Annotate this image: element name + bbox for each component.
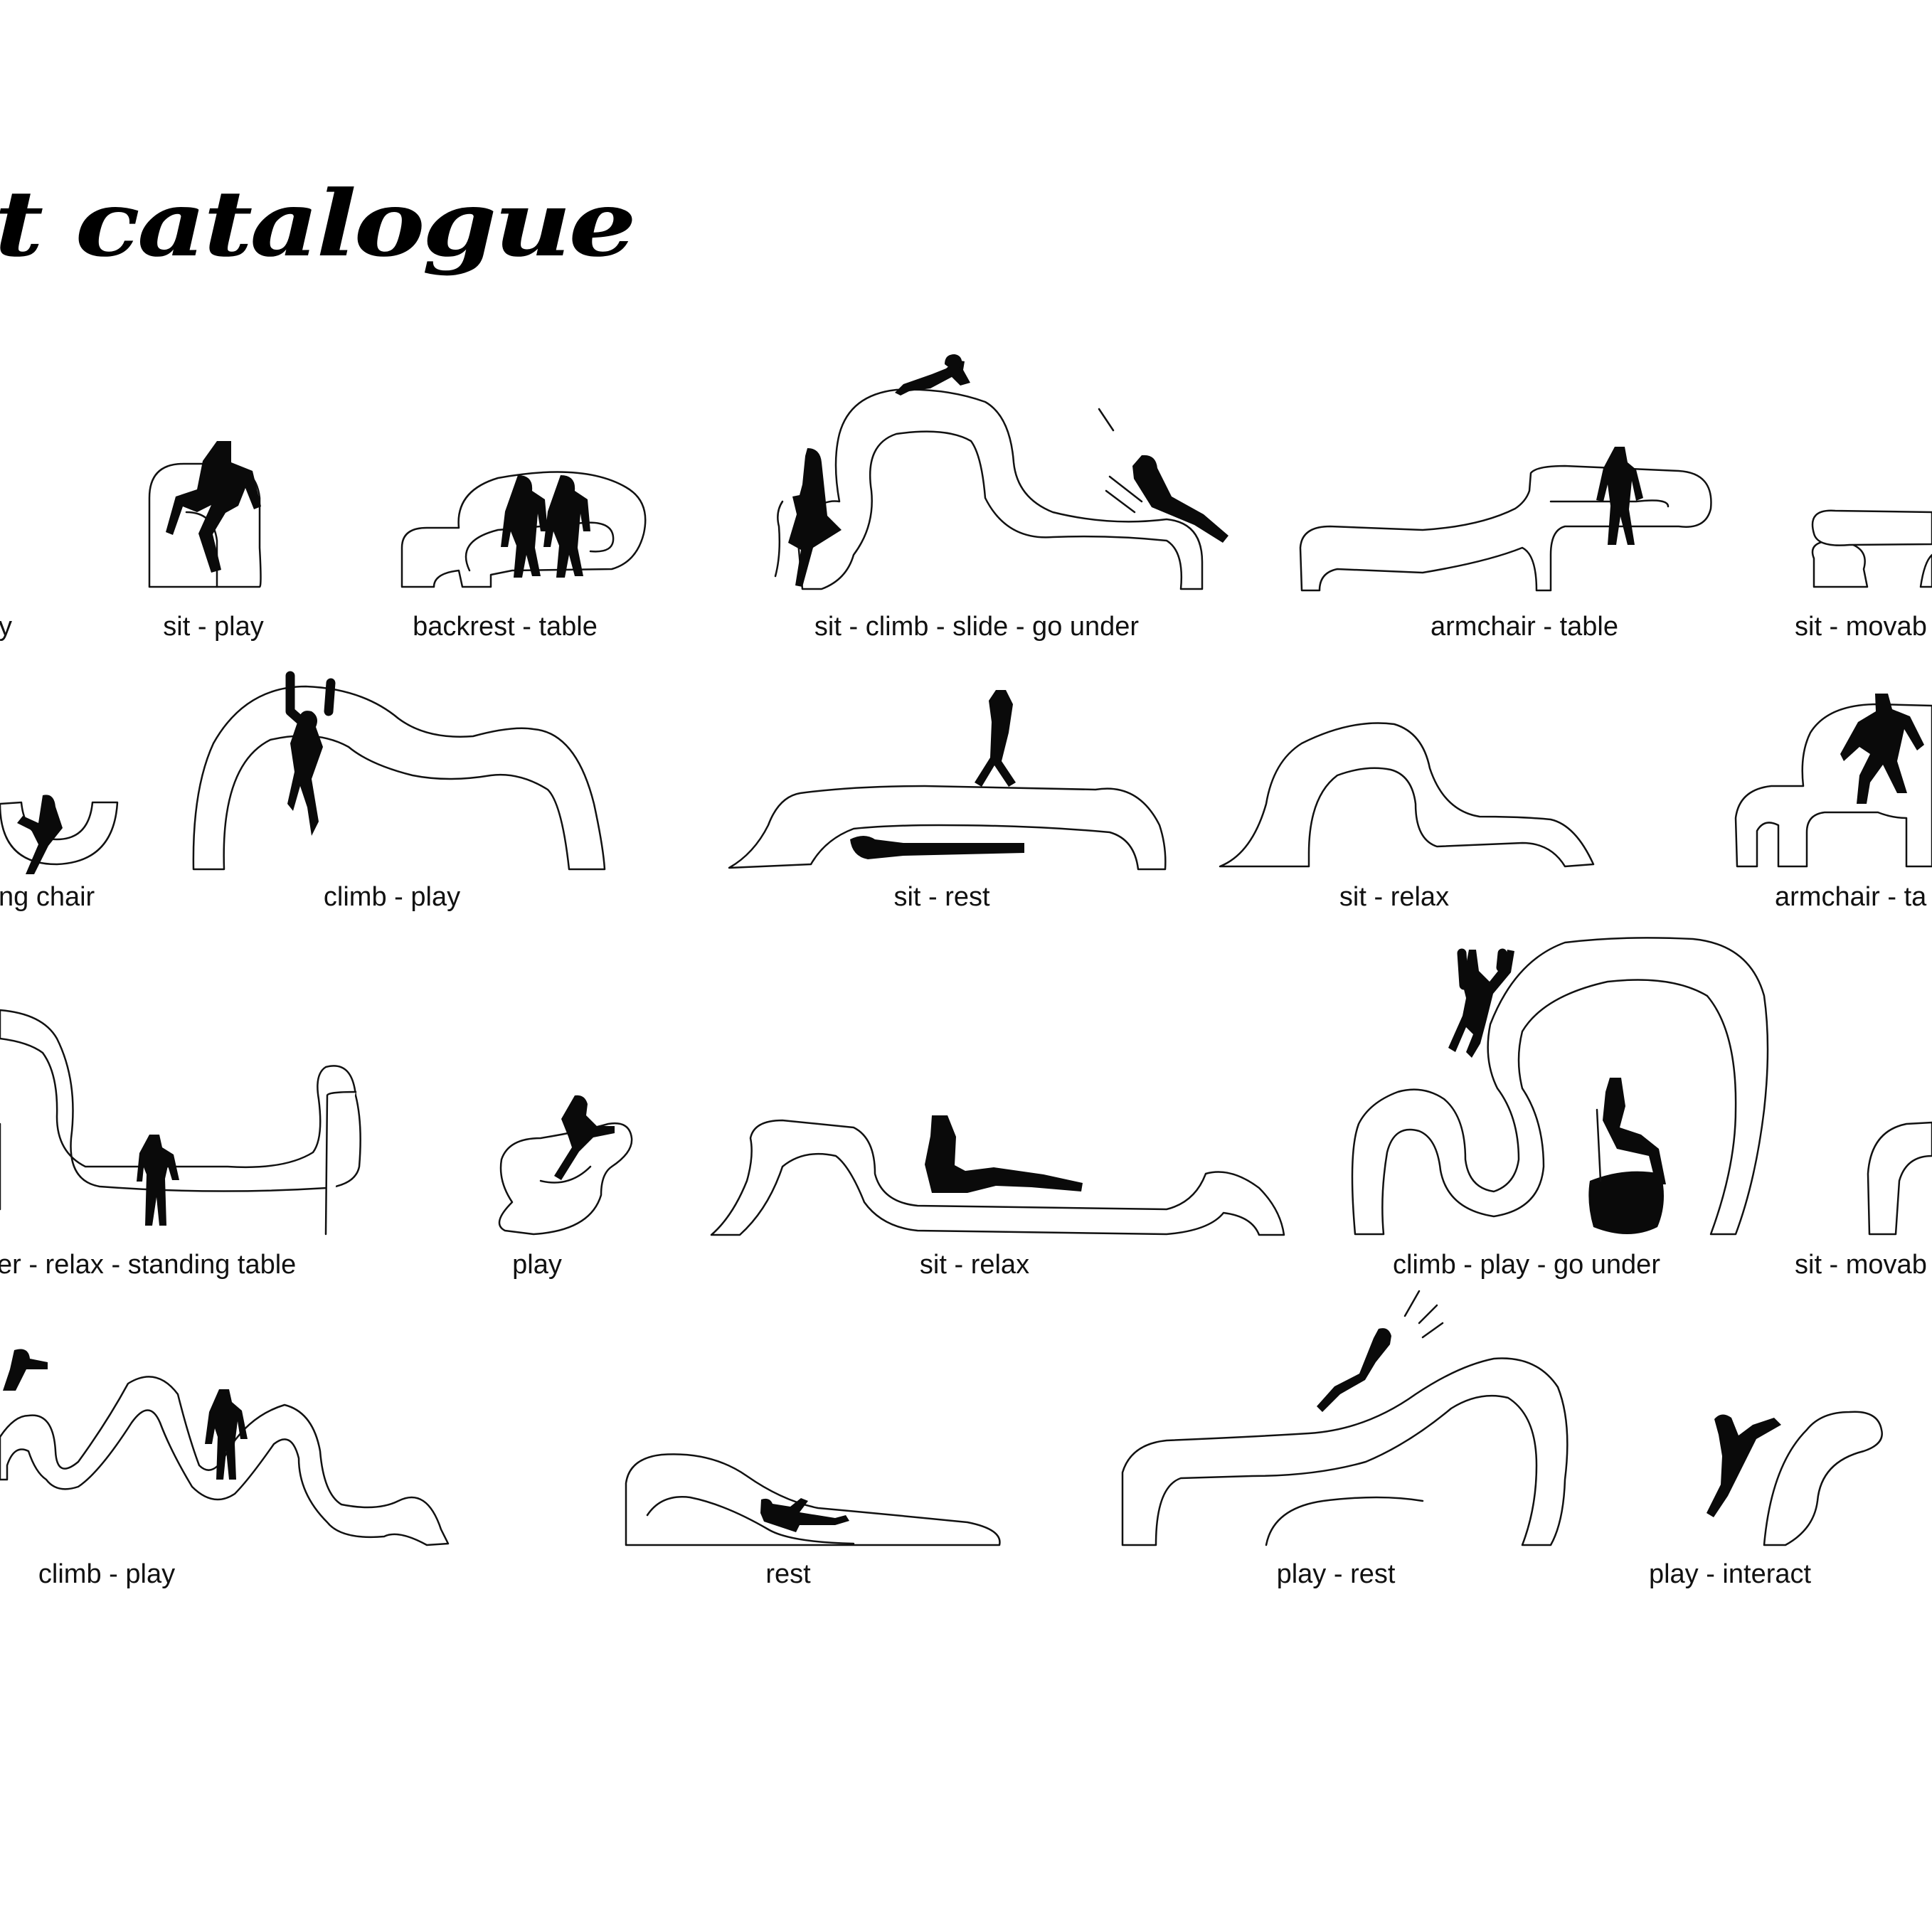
item-climb-play-go-under-drawing [1351, 937, 1769, 1236]
caption-r1-4: armchair - table [1431, 612, 1618, 642]
caption-r4-0: climb - play [38, 1559, 176, 1589]
caption-r2-1: climb - play [323, 882, 461, 912]
item-armchair-table-r2-drawing [1734, 694, 1932, 868]
item-relax-standing-table-drawing [0, 1009, 361, 1236]
item-play-rest-drawing [1121, 1290, 1569, 1546]
caption-r1-2: backrest - table [413, 612, 598, 642]
caption-r3-1: play [512, 1250, 562, 1280]
caption-r2-2: sit - rest [893, 882, 990, 912]
item-climb-play-r2-drawing [192, 671, 606, 871]
item-sit-rest-r2-drawing [728, 690, 1167, 871]
item-armchair-table-drawing [1299, 447, 1712, 592]
item-climb-play-r4-drawing [0, 1349, 450, 1546]
caption-r1-1: sit - play [163, 612, 264, 642]
item-sit-play-drawing [148, 441, 262, 588]
item-play-drawing [498, 1095, 633, 1236]
caption-r2-3: sit - relax [1339, 882, 1450, 912]
caption-r4-3: play - interact [1648, 1559, 1812, 1589]
catalogue-title: t catalogue [0, 171, 637, 277]
item-sit-movable-r3-drawing [1867, 1121, 1932, 1236]
caption-r1-0: y [0, 612, 12, 642]
caption-r1-3: sit - climb - slide - go under [814, 612, 1140, 642]
caption-r3-2: sit - relax [919, 1250, 1030, 1280]
item-sit-relax-r2-drawing [1219, 722, 1595, 868]
item-backrest-table-drawing [400, 471, 647, 588]
item-sit-climb-slide-drawing [774, 354, 1228, 590]
caption-r4-1: rest [765, 1559, 811, 1589]
caption-r3-4: sit - movab [1795, 1250, 1927, 1280]
caption-r3-0: er - relax - standing table [0, 1250, 297, 1280]
item-sit-movable-r1-drawing [1811, 509, 1932, 588]
caption-r2-4: armchair - ta [1775, 882, 1927, 912]
item-play-interact-drawing [1707, 1411, 1883, 1546]
caption-r4-2: play - rest [1276, 1559, 1396, 1589]
item-rest-drawing [625, 1453, 1001, 1546]
item-sit-relax-r3-drawing [710, 1115, 1285, 1236]
caption-r1-5: sit - movab [1795, 612, 1927, 642]
caption-r2-0: ng chair [0, 882, 95, 912]
caption-r3-3: climb - play - go under [1393, 1250, 1660, 1280]
item-rocking-chair-drawing [0, 795, 119, 874]
